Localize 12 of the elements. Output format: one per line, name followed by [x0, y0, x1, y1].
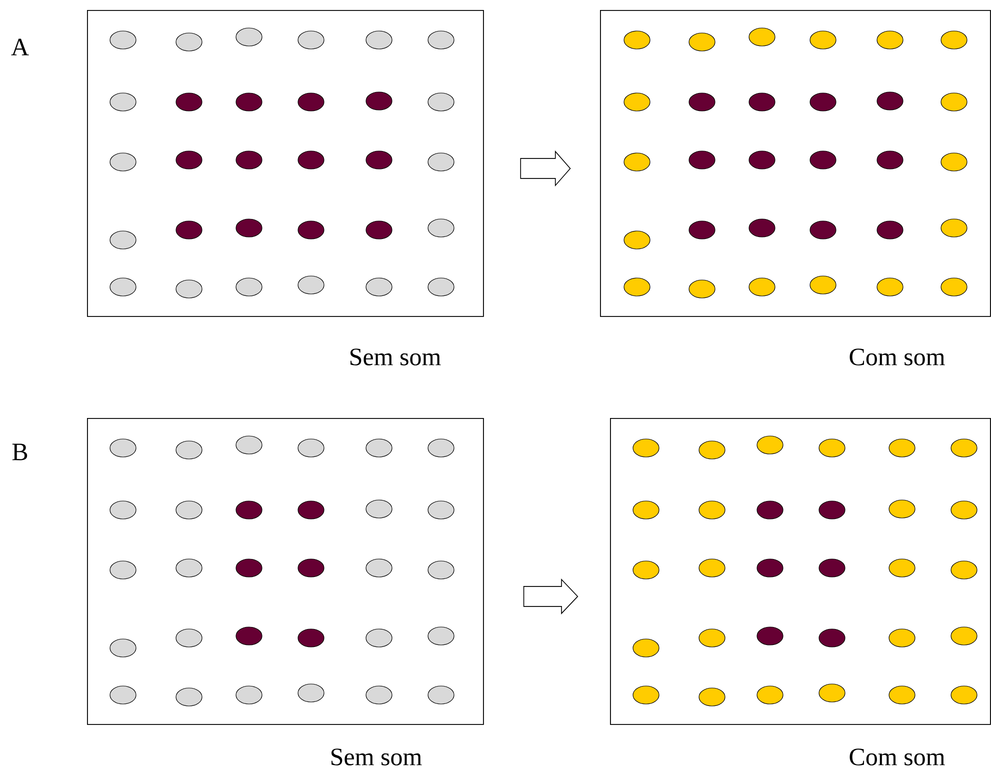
block-arrow [520, 150, 571, 187]
node-label: Com som [850, 748, 945, 766]
panel-box [610, 418, 991, 725]
panel-box [87, 418, 484, 725]
block-arrow [523, 578, 578, 614]
panel-letter: B [12, 444, 28, 460]
node-label: Com som [850, 348, 945, 366]
panel-box [600, 10, 991, 317]
node-label: Sem som [332, 748, 422, 766]
panel-letter: A [11, 38, 29, 56]
node-label: Sem som [350, 348, 441, 366]
panel-box [87, 10, 484, 317]
